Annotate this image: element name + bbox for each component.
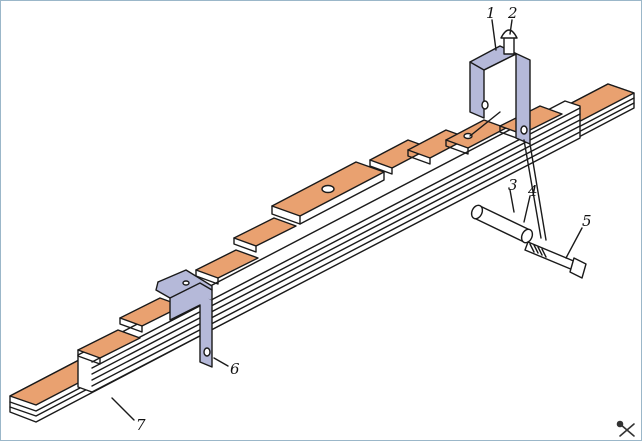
center-bolt-hole: [321, 184, 335, 194]
left-clamp-bracket: [155, 269, 213, 368]
leaf-pads-left: [77, 217, 297, 365]
leaf-stack: [77, 100, 581, 393]
callout-4: 4: [527, 182, 538, 200]
callout-6: 6: [230, 360, 240, 378]
callout-5: 5: [582, 212, 592, 230]
callout-2: 2: [507, 4, 518, 22]
rivet-pin: [500, 29, 518, 55]
leaf-pads-right: [369, 105, 563, 175]
tools-icon: [616, 420, 635, 437]
right-clamp-bracket: [469, 45, 531, 145]
callout-3: 3: [508, 176, 518, 194]
bolt: [524, 241, 587, 279]
center-pad: [271, 161, 385, 225]
callout-7: 7: [136, 416, 146, 434]
callout-1: 1: [486, 4, 496, 22]
leader-lines: [111, 19, 583, 421]
bushing-tube: [470, 204, 534, 244]
